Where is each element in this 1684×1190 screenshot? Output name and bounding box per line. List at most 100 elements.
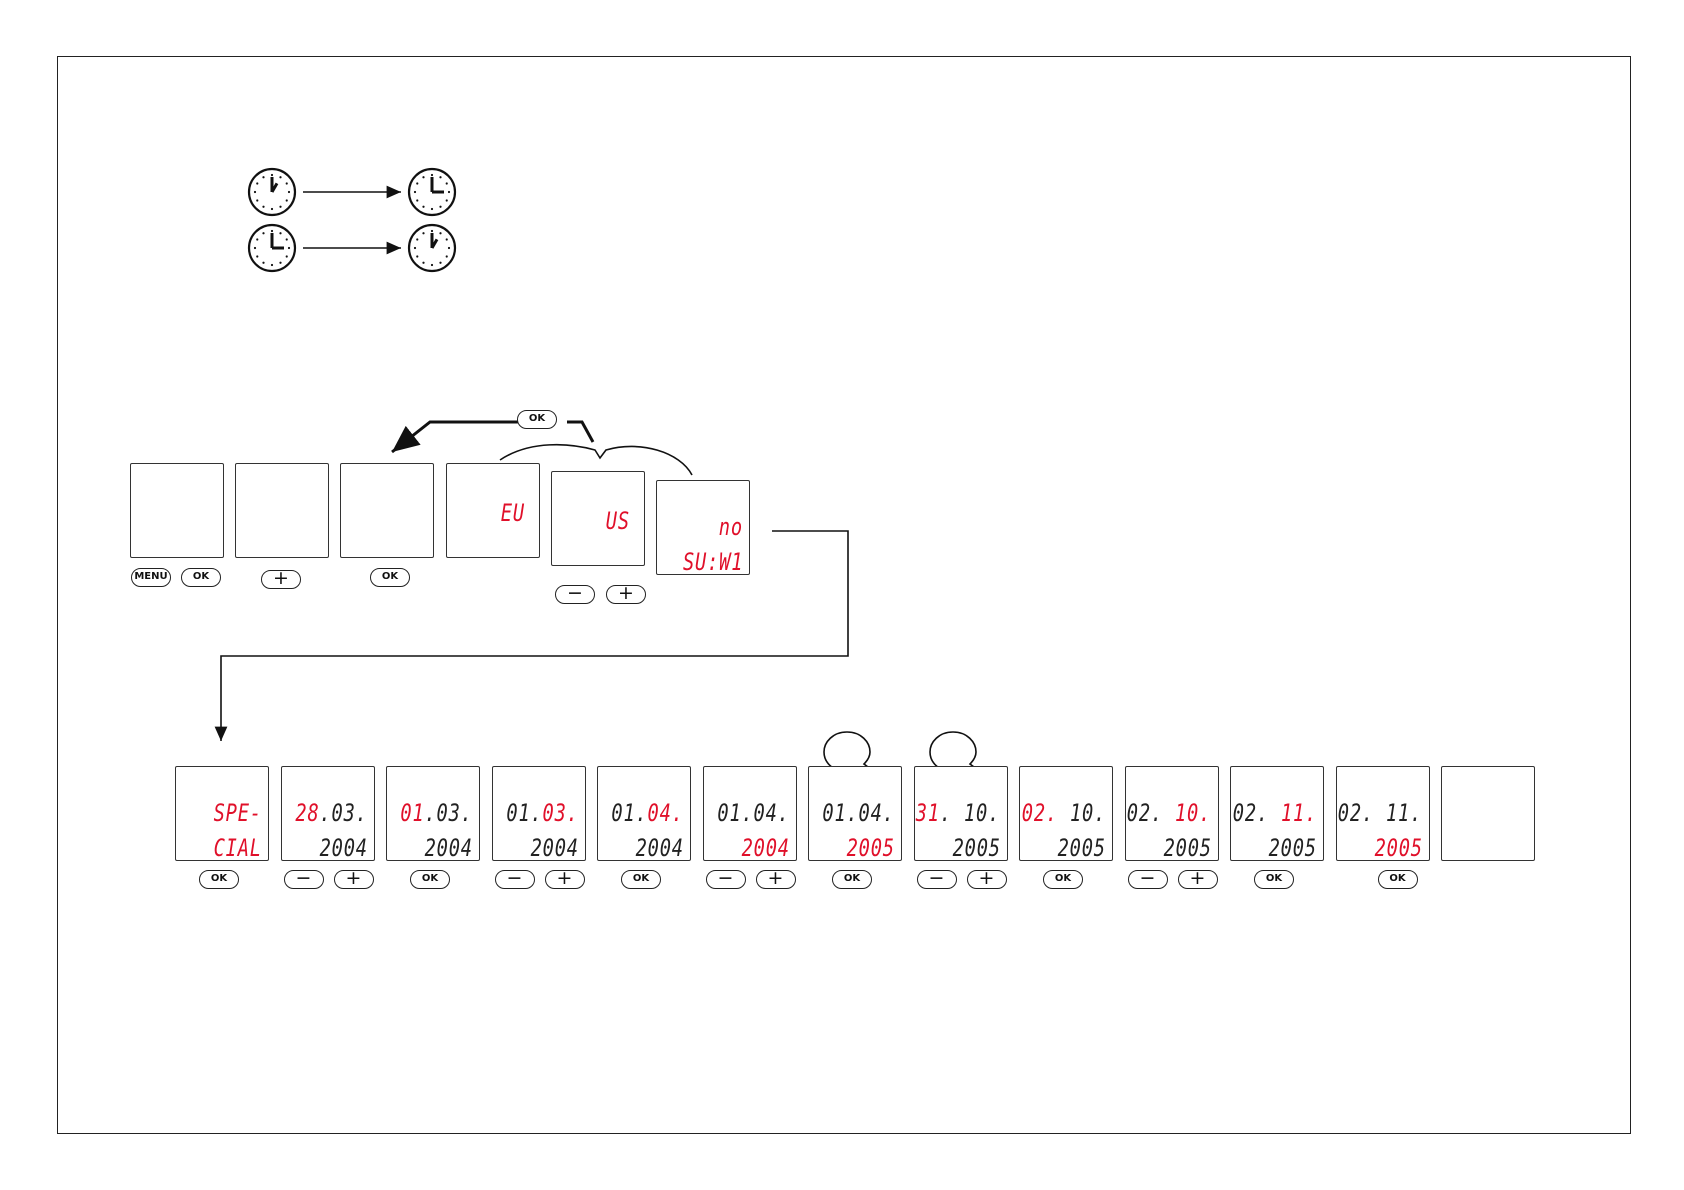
segment-text: 02. — [1233, 799, 1281, 827]
minus-button[interactable]: − — [706, 870, 746, 889]
highlighted-segment: 03. — [542, 799, 578, 827]
display-line-2: 2004 — [530, 835, 578, 861]
row1-lcd-display-2 — [235, 463, 329, 558]
display-line-2: 2005 — [952, 835, 1000, 861]
segment-text: 2004 — [636, 834, 684, 862]
row2-lcd-display-12: 02. 11. 2005 — [1336, 766, 1430, 861]
row2-lcd-display-3: 01.03. 2004 — [386, 766, 480, 861]
ok-button[interactable]: OK — [199, 870, 239, 889]
plus-button[interactable]: + — [334, 870, 374, 889]
ok-button[interactable]: OK — [832, 870, 872, 889]
highlighted-segment: 01 — [401, 799, 425, 827]
plus-button[interactable]: + — [545, 870, 585, 889]
ok-button[interactable]: OK — [621, 870, 661, 889]
minus-button[interactable]: − — [284, 870, 324, 889]
clock-icon — [409, 225, 455, 271]
highlighted-segment: SPE- — [214, 799, 262, 827]
segment-text: 01. — [612, 799, 648, 827]
ok-button[interactable]: OK — [517, 410, 557, 429]
row2-lcd-display-9: 02. 10. 2005 — [1019, 766, 1113, 861]
ok-button[interactable]: OK — [370, 568, 410, 587]
row1-lcd-display-5: US — [551, 471, 645, 566]
clock-icon — [249, 169, 295, 215]
clock-group — [249, 169, 455, 271]
segment-text: 02. 11. — [1338, 799, 1422, 827]
highlighted-segment: EU — [501, 499, 525, 527]
ok-button[interactable]: OK — [410, 870, 450, 889]
segment-text: .03. — [425, 799, 473, 827]
segment-text: 2004 — [530, 834, 578, 862]
row2-lcd-display-13 — [1441, 766, 1535, 861]
segment-text: 10. — [1058, 799, 1106, 827]
row2-lcd-display-4: 01.03.2004 — [492, 766, 586, 861]
row1-lcd-display-3 — [340, 463, 434, 558]
plus-button[interactable]: + — [606, 585, 646, 604]
row1-lcd-display-6: noSU:W1 — [656, 480, 750, 575]
segment-text: 02. — [1127, 799, 1175, 827]
display-line-1: 31. 10. — [916, 800, 1000, 826]
highlighted-segment: 02. — [1022, 799, 1058, 827]
minus-button[interactable]: − — [495, 870, 535, 889]
minus-button[interactable]: − — [917, 870, 957, 889]
segment-text: 2005 — [1269, 834, 1317, 862]
segment-text: 2005 — [1163, 834, 1211, 862]
clock-icon — [249, 225, 295, 271]
highlighted-segment: 2005 — [847, 834, 895, 862]
segment-text: . 10. — [940, 799, 1000, 827]
display-line-2: 2005 — [1163, 835, 1211, 861]
clock-icon — [409, 169, 455, 215]
highlighted-segment: 04. — [648, 799, 684, 827]
menu-button[interactable]: MENU — [131, 568, 171, 587]
segment-text: 2005 — [1058, 834, 1106, 862]
ok-button[interactable]: OK — [181, 568, 221, 587]
segment-text: 01.04. — [717, 799, 789, 827]
row2-lcd-display-8: 31. 10. 2005 — [914, 766, 1008, 861]
row2-lcd-display-5: 01.04. 2004 — [597, 766, 691, 861]
row1-lcd-display-1 — [130, 463, 224, 558]
plus-button[interactable]: + — [756, 870, 796, 889]
segment-text: 01.04. — [823, 799, 895, 827]
row2-lcd-display-11: 02. 11. 2005 — [1230, 766, 1324, 861]
segment-text: .03. — [319, 799, 367, 827]
display-line-1: 02. 10. — [1127, 800, 1211, 826]
plus-button[interactable]: + — [1178, 870, 1218, 889]
minus-button[interactable]: − — [555, 585, 595, 604]
display-line-2: 2004 — [636, 835, 684, 861]
highlighted-segment: SU:W1 — [683, 548, 743, 576]
ok-button[interactable]: OK — [1043, 870, 1083, 889]
row2-lcd-display-2: 28.03. 2004 — [281, 766, 375, 861]
row1-lcd-display-4: EU — [446, 463, 540, 558]
ok-button[interactable]: OK — [1378, 870, 1418, 889]
display-line-1: 01.04. — [717, 800, 789, 826]
row2-lcd-display-10: 02. 10. 2005 — [1125, 766, 1219, 861]
highlighted-segment: 10. — [1175, 799, 1211, 827]
display-line-2: CIAL — [214, 835, 262, 861]
highlighted-segment: 28 — [295, 799, 319, 827]
display-line-2: 2005 — [1374, 835, 1422, 861]
display-line-2: 2005 — [1058, 835, 1106, 861]
display-line-1: 28.03. — [295, 800, 367, 826]
display-line-2: 2004 — [425, 835, 473, 861]
plus-button[interactable]: + — [967, 870, 1007, 889]
display-line-2: 2005 — [847, 835, 895, 861]
display-line-1: SPE- — [214, 800, 262, 826]
ok-button[interactable]: OK — [1254, 870, 1294, 889]
segment-text: 2004 — [319, 834, 367, 862]
highlighted-segment: 2005 — [1374, 834, 1422, 862]
minus-button[interactable]: − — [1128, 870, 1168, 889]
bracket-hook — [567, 422, 593, 442]
display-line-1: 02. 10. — [1022, 800, 1106, 826]
display-line-1: 01.04. — [823, 800, 895, 826]
display-line-1: 02. 11. — [1338, 800, 1422, 826]
display-text: EU — [501, 500, 525, 526]
flow-connector — [221, 531, 848, 741]
back-arrow — [392, 422, 519, 452]
highlighted-segment: 11. — [1281, 799, 1317, 827]
segment-text: 2005 — [952, 834, 1000, 862]
row2-lcd-display-7: 01.04. 2005 — [808, 766, 902, 861]
highlighted-segment: no — [719, 513, 743, 541]
highlighted-segment: US — [606, 507, 630, 535]
plus-button[interactable]: + — [261, 570, 301, 589]
highlighted-segment: 31 — [916, 799, 940, 827]
